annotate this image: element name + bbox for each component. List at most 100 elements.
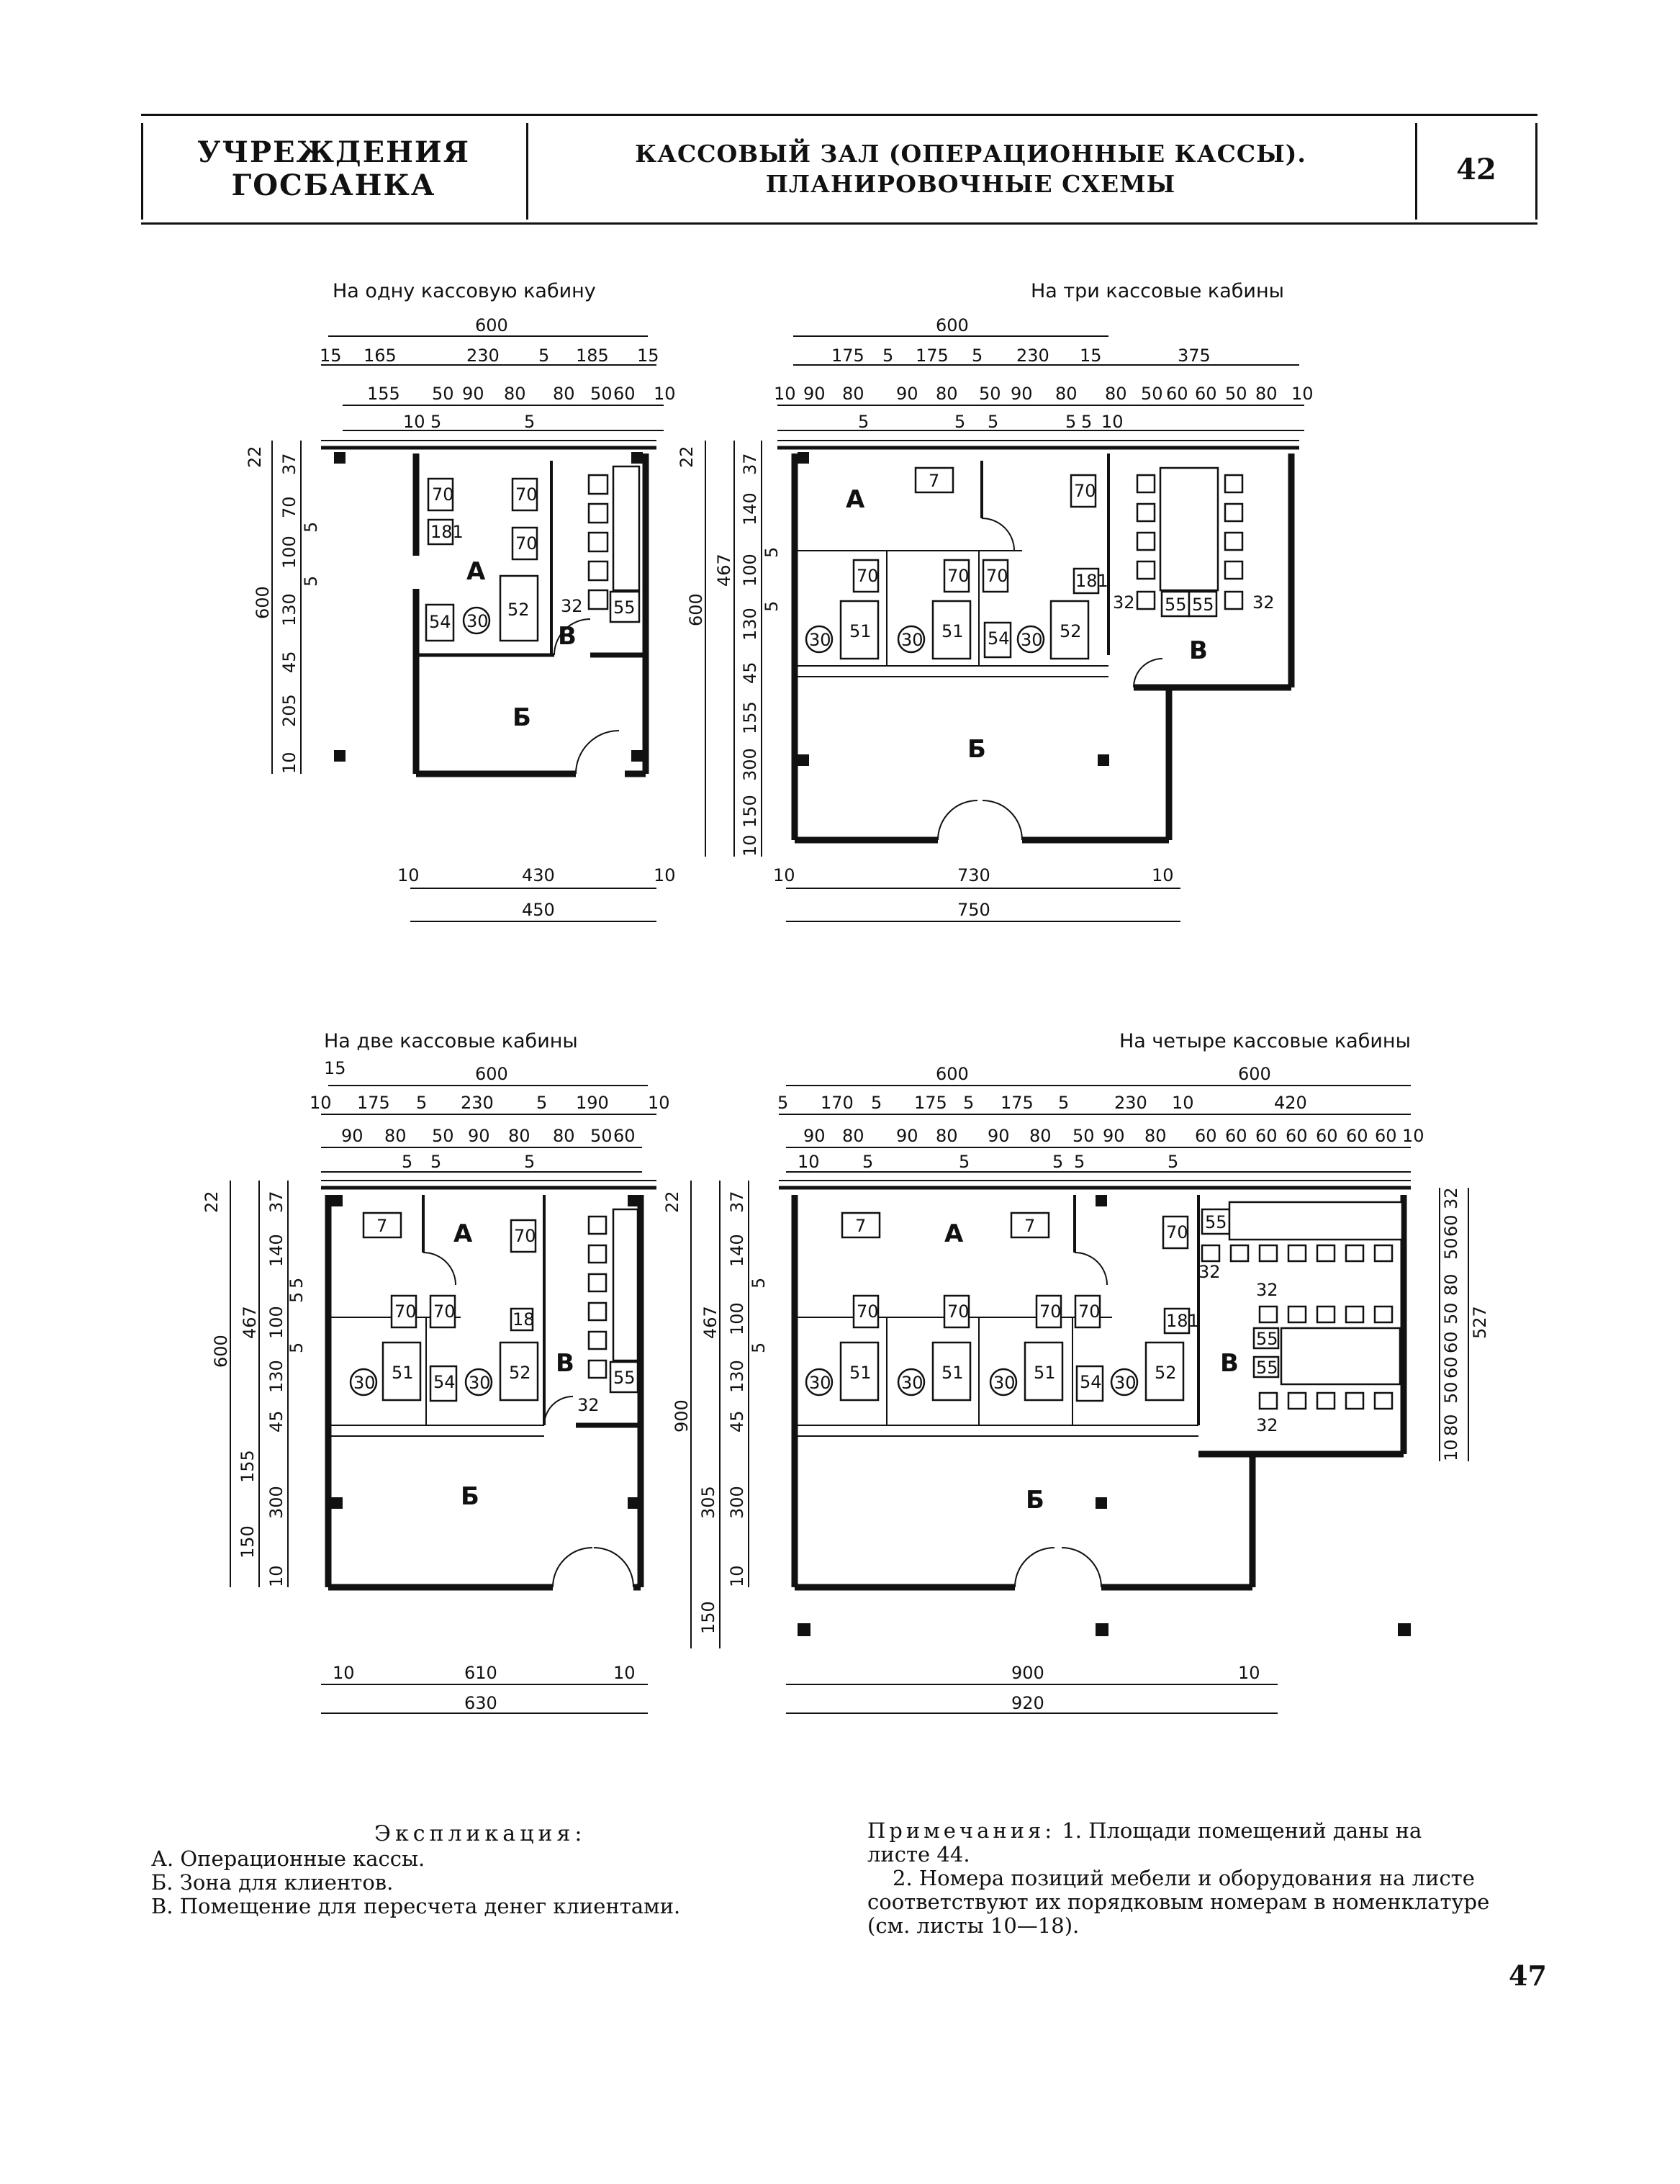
plan-two-furniture: 7 70 70 70 18 30 51 54 30 52 32 55	[349, 1208, 639, 1415]
plan-three-zone-a: А	[846, 485, 865, 514]
svg-text:181: 181	[1166, 1311, 1199, 1331]
svg-text:70: 70	[433, 1301, 456, 1322]
plan-two-caption: На две кассовые кабины	[324, 1030, 578, 1052]
svg-text:60: 60	[1441, 1331, 1461, 1353]
plan-two-dims-row1: 10 175 5 230 5 190 10	[310, 1093, 670, 1113]
svg-text:90: 90	[896, 1126, 918, 1146]
svg-text:155: 155	[238, 1450, 258, 1483]
svg-text:18: 18	[512, 1309, 535, 1330]
svg-text:37: 37	[279, 453, 299, 475]
plan-two-height: 600	[211, 1335, 231, 1368]
svg-text:5: 5	[430, 412, 441, 432]
svg-text:70: 70	[515, 484, 538, 505]
svg-text:5: 5	[1168, 1152, 1178, 1172]
sheet-title-line2: ПЛАНИРОВОЧНЫЕ СХЕМЫ	[765, 170, 1176, 198]
svg-text:5: 5	[749, 1343, 769, 1353]
svg-text:185: 185	[576, 346, 609, 366]
svg-text:50: 50	[979, 384, 1001, 404]
svg-text:10: 10	[1101, 412, 1124, 432]
section-title-line2: ГОСБАНКА	[231, 168, 436, 202]
svg-text:150: 150	[238, 1525, 258, 1558]
svg-text:30: 30	[1021, 630, 1043, 650]
plan-one-furniture: 70 70 181 70 54 30 52 32 55	[425, 465, 641, 642]
svg-text:155: 155	[367, 384, 400, 404]
plan-two-dims-row2: 90 80 50 90 80 80 50 60	[341, 1126, 636, 1146]
svg-text:51: 51	[1034, 1363, 1056, 1383]
svg-text:5: 5	[524, 1152, 535, 1172]
svg-text:55: 55	[1256, 1358, 1278, 1378]
svg-text:10: 10	[654, 384, 676, 404]
sheet-number: 42	[1456, 152, 1496, 186]
plan-four-caption: На четыре кассовые кабины	[1119, 1030, 1411, 1052]
svg-text:15: 15	[320, 346, 342, 366]
plan-four-dims-row3: 10 5 5 5 5 5	[798, 1152, 1178, 1172]
title-block-divider	[526, 123, 528, 220]
svg-text:5: 5	[286, 1343, 307, 1353]
svg-text:52: 52	[1155, 1363, 1177, 1383]
svg-text:80: 80	[1255, 384, 1278, 404]
svg-text:55: 55	[1205, 1212, 1227, 1232]
svg-text:5: 5	[1065, 412, 1076, 432]
plan-three-zone-v: В	[1189, 636, 1208, 665]
legend-item-v: В. Помещение для пересчета денег клиента…	[151, 1894, 681, 1918]
page-number: 47	[1509, 1959, 1547, 1992]
svg-text:10: 10	[648, 1093, 670, 1113]
svg-text:175: 175	[357, 1093, 390, 1113]
svg-text:5: 5	[963, 1093, 974, 1113]
svg-text:10: 10	[266, 1565, 286, 1587]
svg-text:15: 15	[637, 346, 659, 366]
notes-heading: Примечания:	[867, 1818, 1056, 1843]
svg-text:181: 181	[1075, 571, 1108, 591]
svg-text:70: 70	[1039, 1301, 1062, 1322]
svg-text:50: 50	[432, 1126, 454, 1146]
svg-text:130: 130	[266, 1360, 286, 1393]
section-title-line1: УЧРЕЖДЕНИЯ	[197, 135, 470, 169]
svg-text:52: 52	[509, 1363, 531, 1383]
svg-text:100: 100	[279, 536, 299, 569]
svg-text:5: 5	[862, 1152, 873, 1172]
plan-one-dims-row2: 155 50 90 80 80 50 60 10	[367, 384, 676, 404]
note-2-line1: 2. Номера позиций мебели и оборудования …	[893, 1866, 1475, 1890]
svg-text:5: 5	[777, 1093, 788, 1113]
svg-text:10: 10	[397, 865, 420, 885]
svg-text:32: 32	[561, 596, 583, 616]
plan-two-zone-a: А	[453, 1219, 473, 1248]
legend-title: Экспликация:	[374, 1821, 587, 1846]
svg-text:5: 5	[871, 1093, 882, 1113]
svg-text:10: 10	[773, 865, 795, 885]
svg-text:70: 70	[394, 1301, 417, 1322]
svg-text:181: 181	[430, 522, 464, 542]
svg-text:10: 10	[727, 1565, 747, 1587]
svg-text:420: 420	[1274, 1093, 1307, 1113]
svg-text:50: 50	[1441, 1381, 1461, 1404]
svg-text:175: 175	[916, 346, 949, 366]
plan-three-dims-row3: 5 5 5 5 5 10	[858, 412, 1124, 432]
plan-four-bottom-total: 920	[1011, 1693, 1044, 1713]
plan-three-height: 600	[686, 593, 706, 626]
plan-one-bottom-inner: 430	[522, 865, 555, 885]
svg-text:70: 70	[857, 566, 879, 586]
svg-text:54: 54	[988, 628, 1010, 649]
svg-text:7: 7	[376, 1216, 387, 1236]
svg-text:80: 80	[553, 384, 575, 404]
svg-text:90: 90	[803, 1126, 826, 1146]
svg-text:7: 7	[1024, 1216, 1035, 1236]
plan-two-bottom-total: 630	[464, 1693, 497, 1713]
svg-text:140: 140	[740, 492, 760, 525]
svg-text:10: 10	[1441, 1439, 1461, 1461]
svg-text:60: 60	[1255, 1126, 1278, 1146]
svg-text:5: 5	[1081, 412, 1092, 432]
note-2-line2: соответствуют их порядковым номерам в но…	[867, 1890, 1490, 1914]
svg-text:5: 5	[286, 1292, 307, 1303]
svg-text:60: 60	[1441, 1214, 1461, 1237]
svg-text:60: 60	[1195, 384, 1217, 404]
plan-four-right-total: 527	[1470, 1306, 1490, 1339]
svg-text:155: 155	[740, 701, 760, 734]
svg-text:80: 80	[1441, 1414, 1461, 1436]
svg-text:10: 10	[310, 1093, 332, 1113]
svg-text:45: 45	[266, 1410, 286, 1432]
svg-text:54: 54	[429, 612, 451, 632]
plan-two-dims-row3: 5 5 5	[402, 1152, 535, 1172]
svg-text:5: 5	[959, 1152, 970, 1172]
svg-text:375: 375	[1178, 346, 1211, 366]
